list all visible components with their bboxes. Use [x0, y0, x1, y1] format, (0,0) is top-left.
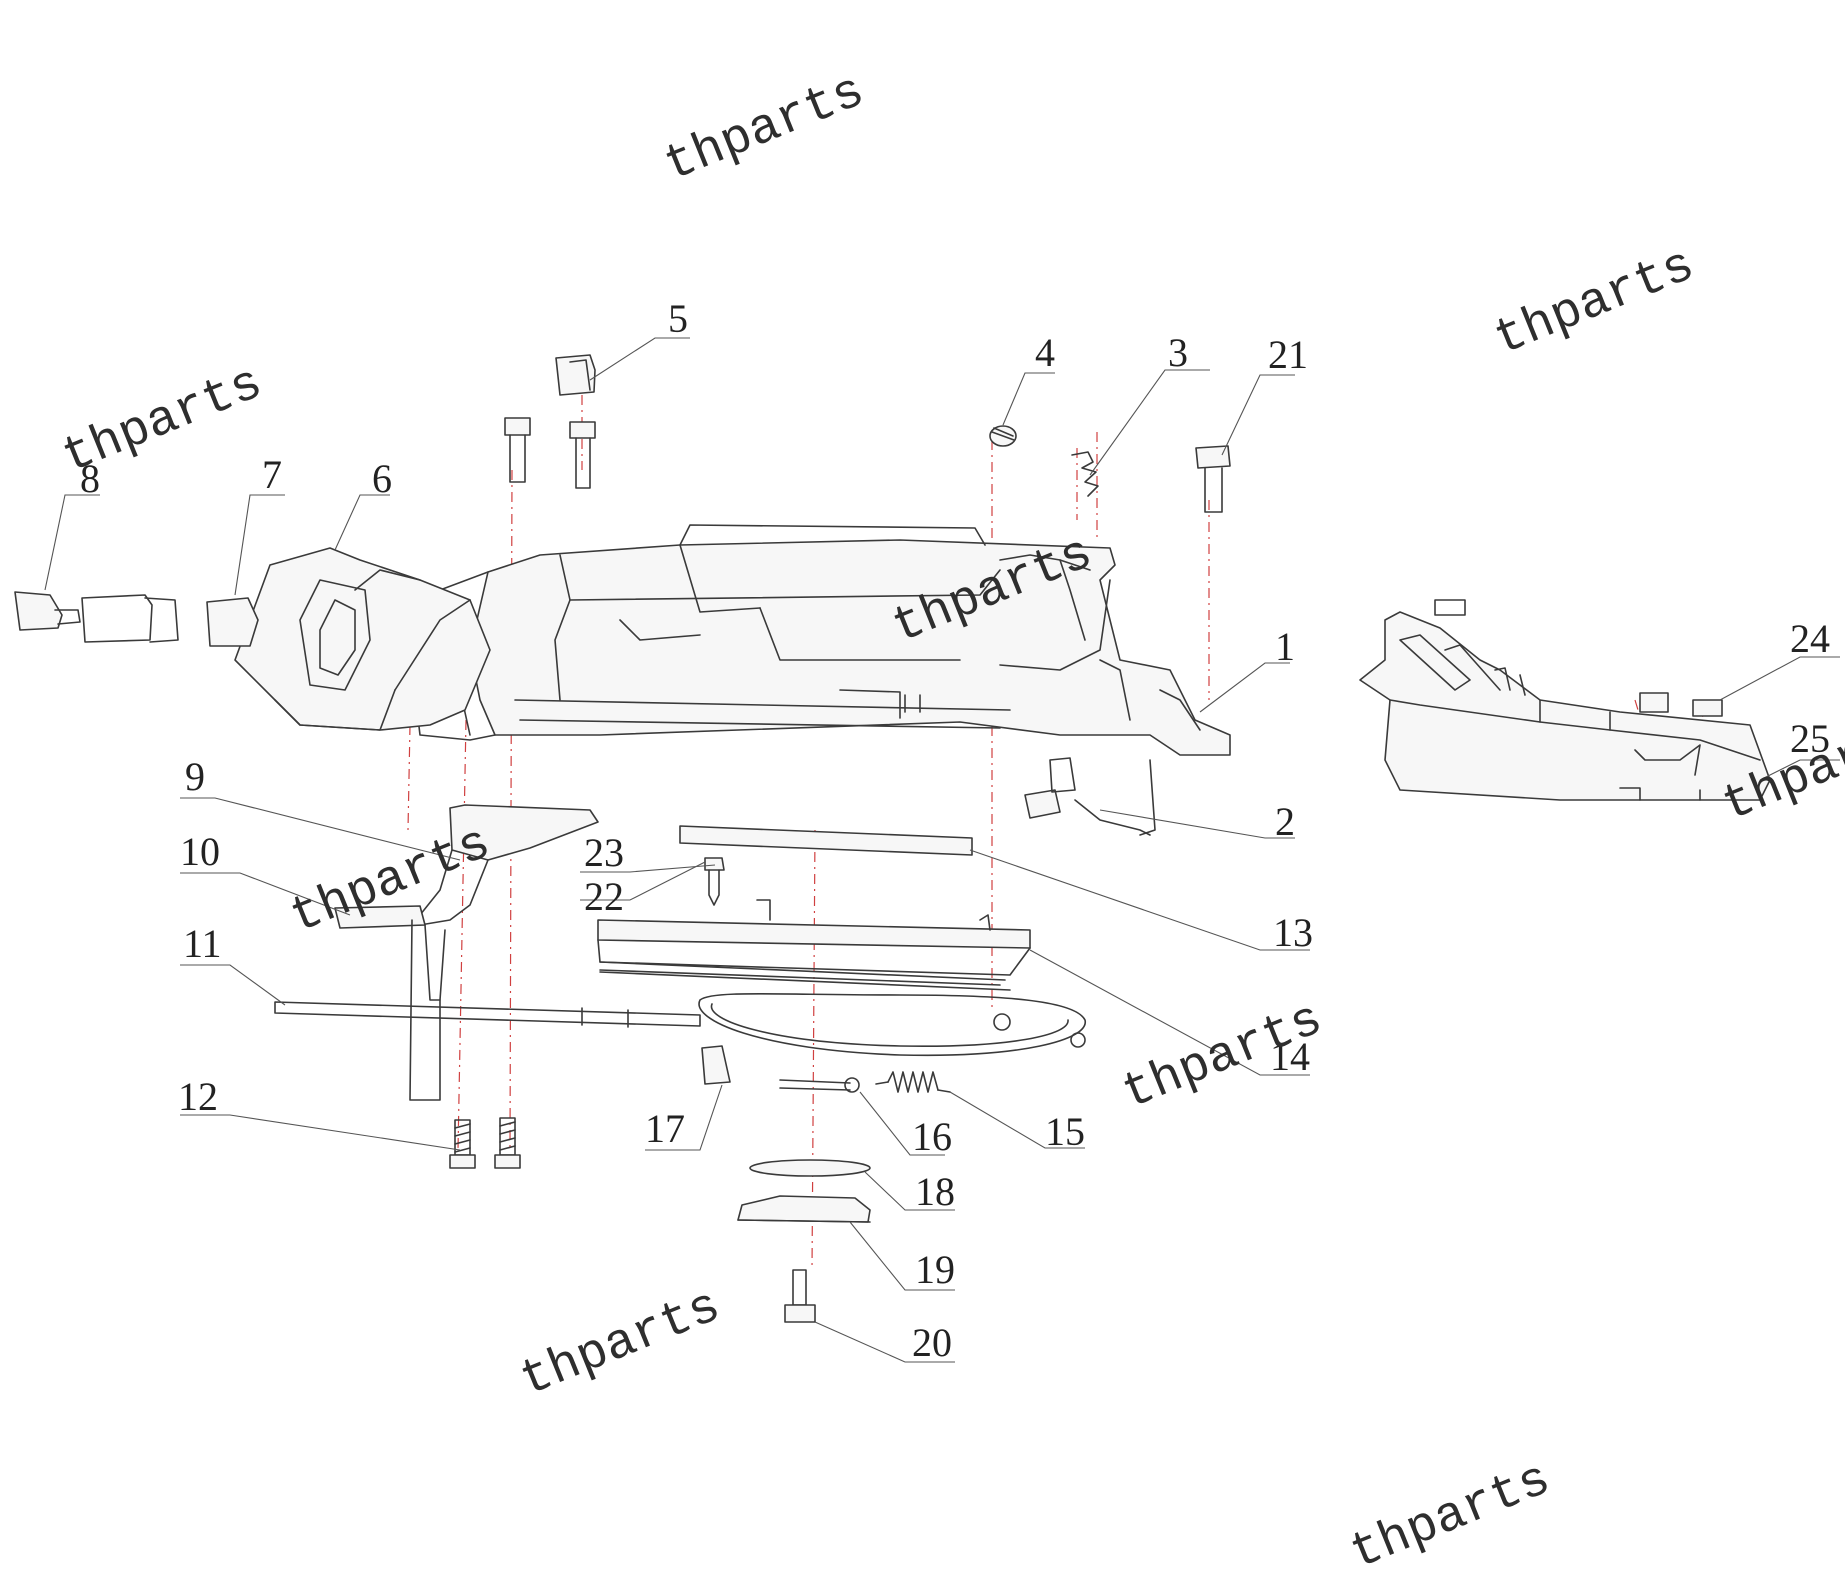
part-3-spring — [1071, 451, 1099, 497]
callout-21: 21 — [1268, 332, 1308, 377]
part-2-bracket — [1024, 757, 1156, 836]
callout-6: 6 — [372, 456, 392, 501]
callout-5: 5 — [668, 296, 688, 341]
callout-2: 2 — [1275, 799, 1295, 844]
callout-18: 18 — [915, 1169, 955, 1214]
watermark: thparts — [1115, 991, 1331, 1123]
upper-bolts — [504, 417, 596, 489]
callout-14: 14 — [1270, 1034, 1310, 1079]
watermark: thparts — [657, 63, 873, 195]
callout-20: 20 — [912, 1320, 952, 1365]
callout-19: 19 — [915, 1247, 955, 1292]
callout-3: 3 — [1168, 330, 1188, 375]
part-4-coil — [989, 425, 1017, 447]
callout-23: 23 — [584, 830, 624, 875]
callout-1: 1 — [1275, 624, 1295, 669]
callout-13: 13 — [1273, 910, 1313, 955]
callout-9: 9 — [185, 754, 205, 799]
part-24-25-side-housing — [1359, 599, 1771, 801]
callout-25: 25 — [1790, 716, 1830, 761]
part-15-spring — [875, 1071, 951, 1093]
part-7-connector — [81, 594, 259, 647]
part-5-cap — [555, 354, 596, 396]
callout-15: 15 — [1045, 1109, 1085, 1154]
leader-lines — [44, 337, 1840, 1363]
watermark: thparts — [55, 355, 271, 487]
callout-10: 10 — [180, 829, 220, 874]
part-13-bar — [679, 825, 973, 856]
part-19-disc — [737, 1195, 871, 1223]
part-16-pin — [779, 1077, 860, 1093]
callout-11: 11 — [183, 921, 222, 966]
part-20-bolt — [784, 1269, 816, 1323]
part-17-loop — [698, 992, 1086, 1085]
part-21-bolt — [1195, 445, 1231, 513]
callout-17: 17 — [645, 1106, 685, 1151]
part-9-10-lever — [334, 804, 599, 1101]
callout-7: 7 — [262, 452, 282, 497]
callout-numbers: 1 2 3 4 5 6 7 8 9 10 11 12 13 14 15 16 1… — [80, 296, 1830, 1365]
part-12-screws — [449, 1117, 521, 1169]
watermark: thparts — [513, 1278, 729, 1410]
part-6-cover — [234, 547, 491, 731]
callout-4: 4 — [1035, 330, 1055, 375]
watermark: thparts — [283, 815, 499, 947]
part-18-washer — [749, 1159, 871, 1177]
callout-22: 22 — [584, 874, 624, 919]
watermark: thparts — [1487, 237, 1703, 369]
callout-12: 12 — [178, 1074, 218, 1119]
callout-24: 24 — [1790, 616, 1830, 661]
part-8-plug — [14, 591, 81, 631]
callout-8: 8 — [80, 456, 100, 501]
part-1-main-housing — [409, 524, 1231, 756]
watermark: thparts — [1343, 1451, 1559, 1583]
part-14-plate — [597, 899, 1031, 991]
part-11-rod — [274, 1001, 701, 1028]
callout-16: 16 — [912, 1114, 952, 1159]
